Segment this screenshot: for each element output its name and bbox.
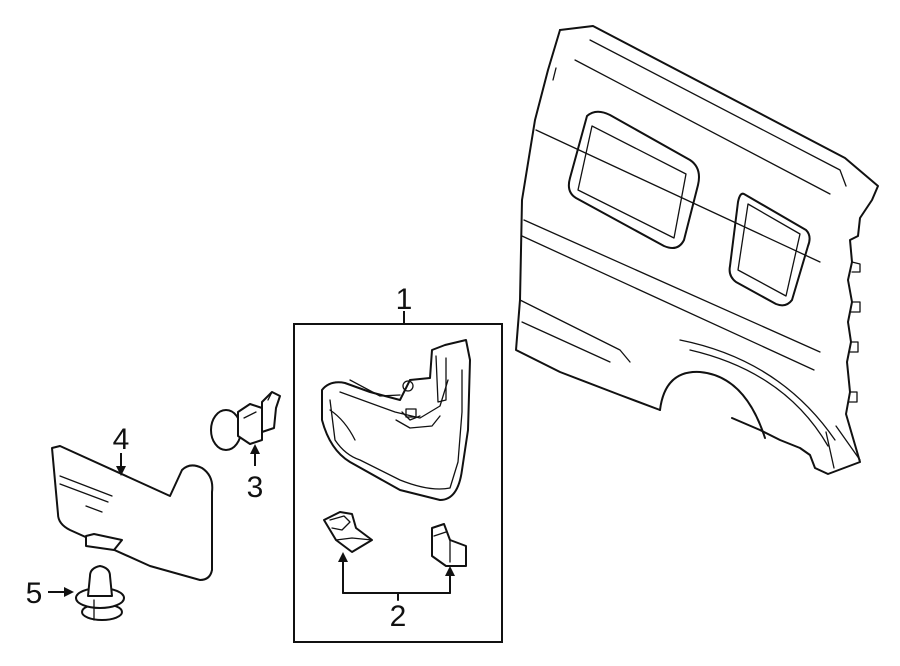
clip-right xyxy=(431,523,467,567)
mud-flap xyxy=(321,339,471,501)
callout-5: 5 xyxy=(26,577,43,610)
arrow-4 xyxy=(116,466,126,476)
arrow-5 xyxy=(64,587,74,597)
splash-shield xyxy=(51,445,214,581)
leader-2 xyxy=(338,552,455,601)
quarter-panel xyxy=(515,25,879,475)
kit-box xyxy=(293,323,503,643)
callout-4: 4 xyxy=(113,423,130,456)
clip-left xyxy=(323,511,373,553)
push-rivet-fastener xyxy=(75,565,125,621)
callout-2: 2 xyxy=(390,600,407,633)
callout-1: 1 xyxy=(396,283,413,316)
arrow-3 xyxy=(250,444,260,454)
push-pin-fastener xyxy=(210,391,281,451)
callout-3: 3 xyxy=(247,471,264,504)
